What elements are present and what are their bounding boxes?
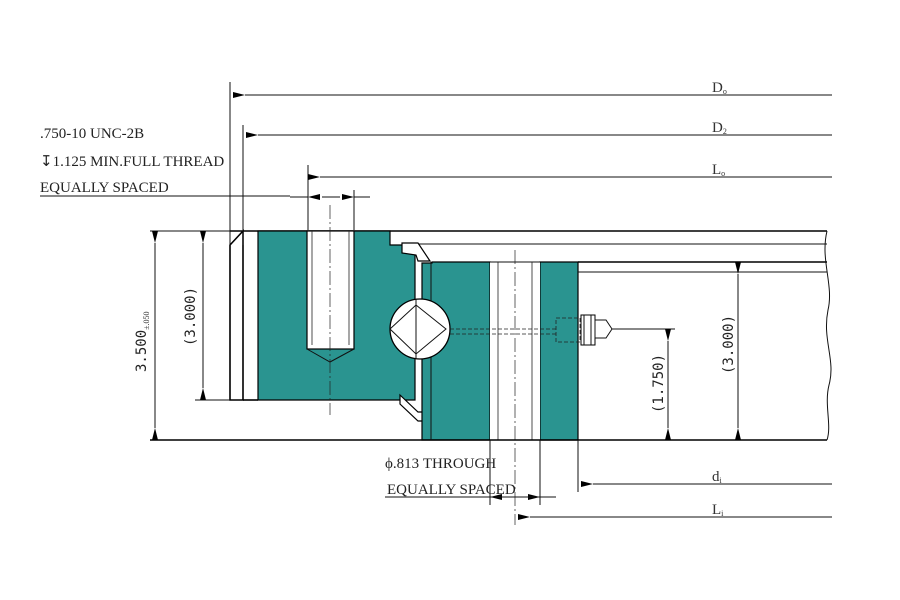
inner-ring-section-right [539, 261, 579, 441]
label-lo: Lo [712, 162, 725, 178]
left-dimensions [150, 230, 230, 440]
inner-offset-dim: (1.750) [651, 354, 667, 413]
hole-spec: ϕ.813 THROUGH [385, 456, 496, 472]
label-di: di [712, 469, 723, 485]
label-li: Li [712, 502, 724, 518]
grease-fitting [450, 314, 618, 346]
thread-depth: ↧1.125 MIN.FULL THREAD [40, 154, 224, 170]
inner-ring-height-dim: (3.000) [721, 315, 737, 374]
threaded-hole [306, 205, 355, 415]
hole-spacing: EQUALLY SPACED [387, 482, 516, 498]
label-d2: D2 [712, 120, 727, 136]
total-height-dim: 3.500±.050 [134, 311, 151, 372]
top-dimensions [40, 82, 832, 245]
break-line [824, 230, 832, 441]
right-dimensions [618, 262, 741, 440]
outer-ring-height-dim: (3.000) [183, 287, 199, 346]
outer-thread-note: .750-10 UNC-2B ↧1.125 MIN.FULL THREAD EQ… [40, 126, 224, 196]
bearing-ball [389, 298, 451, 360]
thread-spacing: EQUALLY SPACED [40, 180, 169, 196]
bottom-dimensions [385, 440, 832, 520]
label-do: Do [712, 80, 727, 96]
thread-spec: .750-10 UNC-2B [40, 126, 144, 142]
upper-seal [401, 242, 432, 262]
inner-hole-note: ϕ.813 THROUGH EQUALLY SPACED [385, 456, 516, 498]
inner-ring [150, 250, 827, 525]
